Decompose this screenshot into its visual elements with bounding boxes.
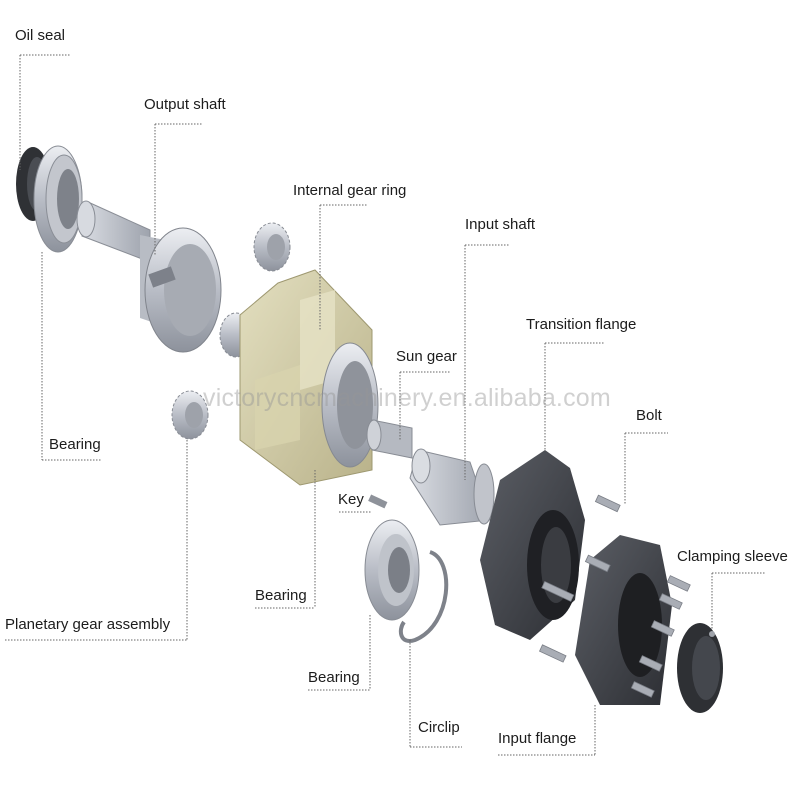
bolt — [584, 554, 611, 573]
label-bearing-left: Bearing — [49, 436, 101, 453]
planet-gear-lower — [171, 390, 209, 440]
bolt — [658, 593, 683, 610]
label-bearing-lower: Bearing — [308, 669, 360, 686]
label-circlip: Circlip — [418, 719, 460, 736]
bolt — [538, 644, 567, 663]
bolt-set — [538, 494, 691, 698]
sun-gear-part — [366, 419, 413, 459]
label-oil-seal: Oil seal — [15, 27, 66, 44]
label-output-shaft: Output shaft — [144, 96, 226, 113]
input-shaft-part — [409, 448, 495, 526]
watermark: victorycncmachinery.en.alibaba.com — [203, 384, 611, 412]
planet-gear-upper — [253, 222, 291, 272]
label-input-shaft: Input shaft — [465, 216, 536, 233]
label-key: Key — [338, 491, 364, 508]
transition-flange-part — [480, 450, 585, 640]
label-internal-gear-ring: Internal gear ring — [293, 182, 407, 199]
bolt — [650, 620, 675, 637]
label-transition-flange: Transition flange — [526, 316, 637, 333]
bolt — [594, 494, 621, 513]
circlip-part — [398, 550, 449, 643]
label-bearing-center: Bearing — [255, 587, 307, 604]
label-sun-gear: Sun gear — [396, 348, 457, 365]
label-input-flange: Input flange — [498, 730, 577, 747]
key-part — [368, 494, 388, 509]
bolt — [666, 575, 691, 592]
label-planetary-gear-assembly: Planetary gear assembly — [5, 616, 171, 633]
bolt — [541, 580, 575, 602]
output-shaft-part — [76, 200, 222, 353]
bearing-lower-part — [364, 519, 420, 621]
bearing-left-part — [33, 145, 83, 253]
leader-lines — [5, 54, 765, 756]
label-clamping-sleeve: Clamping sleeve — [677, 548, 788, 565]
bolt — [630, 681, 655, 698]
label-bolt: Bolt — [636, 407, 662, 424]
internal-gear-ring-part — [239, 269, 379, 486]
clamping-sleeve-part — [677, 623, 723, 713]
bolt — [638, 655, 663, 672]
